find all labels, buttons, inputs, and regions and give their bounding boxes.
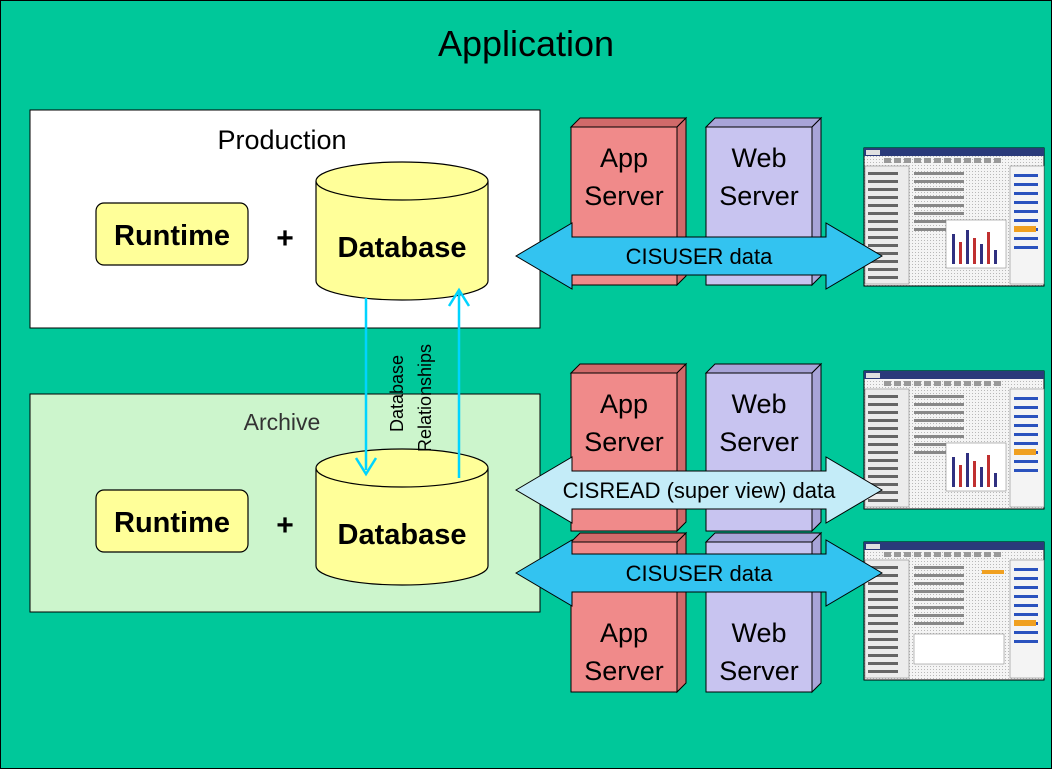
archive-database-label: Database <box>338 519 467 551</box>
cisuser-arrow-1: CISUSER data <box>515 222 883 290</box>
app-screenshot-3 <box>863 541 1045 681</box>
app-server-label-1: App <box>600 143 648 173</box>
cisread-arrow-label: CISREAD (super view) data <box>563 478 836 503</box>
cisuser-arrow-2: CISUSER data <box>515 539 883 607</box>
production-label: Production <box>217 125 346 155</box>
cisread-arrow: CISREAD (super view) data <box>515 456 883 524</box>
archive-label: Archive <box>244 409 321 435</box>
archive-group: Archive Runtime + Database <box>29 393 541 613</box>
archive-plus: + <box>276 509 294 542</box>
cisuser-arrow-2-label: CISUSER data <box>626 561 773 586</box>
web-server-label-2: Web <box>731 389 786 419</box>
app-server-label-2-line2: Server <box>584 427 664 457</box>
web-server-label-1: Web <box>731 143 786 173</box>
app-server-label-1-line2: Server <box>584 181 664 211</box>
cisuser-arrow-1-label: CISUSER data <box>626 244 773 269</box>
archive-database-icon <box>315 448 489 586</box>
web-server-label-3: Web <box>731 618 786 648</box>
app-server-label-3-line2: Server <box>584 656 664 686</box>
production-database-label: Database <box>338 232 467 264</box>
diagram-title: Application <box>438 23 614 64</box>
relationships-label-line1: Database <box>387 355 407 432</box>
archive-runtime-label: Runtime <box>114 507 230 539</box>
production-runtime-label: Runtime <box>114 220 230 252</box>
production-database-icon <box>315 161 489 301</box>
database-relationships: Database Relationships <box>354 287 471 478</box>
production-runtime-box <box>95 202 249 266</box>
relationships-label-line2: Relationships <box>415 344 435 452</box>
app-server-label-3: App <box>600 618 648 648</box>
relationship-arrow-up <box>447 287 471 478</box>
relationship-arrow-down <box>354 298 378 477</box>
app-screenshot-1 <box>863 147 1045 287</box>
production-plus: + <box>276 222 294 255</box>
production-group: Production Runtime + Database <box>29 109 541 329</box>
archive-runtime-box <box>95 489 249 553</box>
app-screenshot-2 <box>863 370 1045 510</box>
web-server-label-3-line2: Server <box>719 656 799 686</box>
web-server-label-2-line2: Server <box>719 427 799 457</box>
app-server-label-2: App <box>600 389 648 419</box>
web-server-label-1-line2: Server <box>719 181 799 211</box>
screenshot-thumbnails <box>863 147 1045 681</box>
